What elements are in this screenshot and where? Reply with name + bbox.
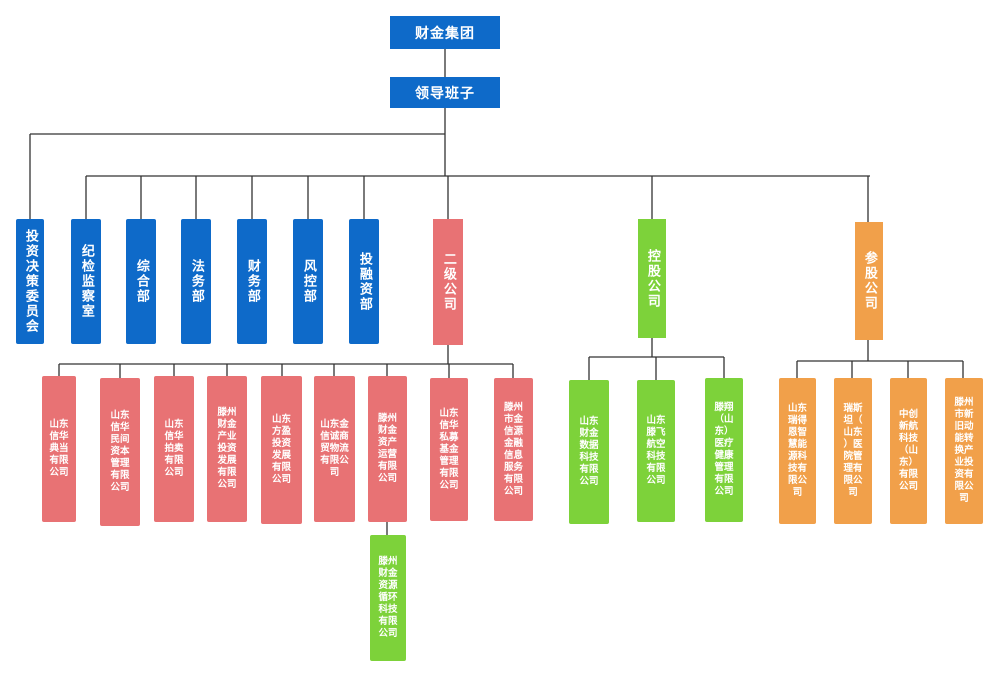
company-sd-fangying-investment[interactable]: 山东 方盈 投资 发展 有限 公司 [261, 376, 302, 524]
company-label: 山东 信华 典当 有限 公司 [49, 419, 69, 478]
company-tengxiang-medical-health[interactable]: 滕翔 （山 东） 医疗 健康 管理 有限 公司 [705, 378, 743, 522]
category-participating[interactable]: 参股公司 [855, 222, 883, 340]
company-sd-jinxincheng-logistics[interactable]: 山东金 信诚商 贸物流 有限公 司 [314, 376, 355, 522]
company-tz-caijin-resource-recycling[interactable]: 滕州 财金 资源 循环 科技 有限 公司 [370, 535, 406, 661]
company-tz-caijin-industry-investment[interactable]: 滕州 财金 产业 投资 发展 有限 公司 [207, 376, 247, 522]
company-label: 山东 瑞得 恩智 慧能 源科 技有 限公 司 [787, 403, 807, 498]
company-sd-xinhua-private-capital[interactable]: 山东 信华 民间 资本 管理 有限 公司 [100, 378, 140, 526]
company-label: 滕州 市金 信源 金融 信息 服务 有限 公司 [503, 401, 523, 497]
category-secondary[interactable]: 二级公司 [433, 219, 463, 345]
company-label: 山东 信华 拍卖 有限 公司 [164, 419, 184, 478]
company-label: 滕州 财金 资源 循环 科技 有限 公司 [378, 556, 398, 639]
company-sd-xinhua-pawn[interactable]: 山东 信华 典当 有限 公司 [42, 376, 76, 522]
company-zhongchuang-xinhang[interactable]: 中创 新航 科技 （山 东） 有限 公司 [890, 378, 927, 524]
company-label: 瑞斯 坦（ 山东 ）医 院管 理有 限公 司 [843, 403, 863, 498]
dept-investment-committee[interactable]: 投资决策委员会 [16, 219, 44, 344]
company-tz-new-old-energy-investment[interactable]: 滕州 市新 旧动 能转 换产 业投 资有 限公 司 [945, 378, 983, 524]
company-label: 山东金 信诚商 贸物流 有限公 司 [320, 419, 349, 478]
company-tz-caijin-asset-operation[interactable]: 滕州 财金 资产 运营 有限 公司 [368, 376, 407, 522]
company-label: 滕州 财金 资产 运营 有限 公司 [377, 413, 397, 484]
company-label: 滕翔 （山 东） 医疗 健康 管理 有限 公司 [714, 402, 734, 497]
leadership-node[interactable]: 领导班子 [390, 77, 500, 108]
company-label: 滕州 市新 旧动 能转 换产 业投 资有 限公 司 [954, 397, 974, 504]
company-tz-jinxinyuan-finance-info[interactable]: 滕州 市金 信源 金融 信息 服务 有限 公司 [494, 378, 533, 521]
dept-risk[interactable]: 风控部 [293, 219, 323, 344]
company-label: 山东 信华 私募 基金 管理 有限 公司 [439, 407, 459, 491]
company-label: 山东 方盈 投资 发展 有限 公司 [271, 414, 291, 485]
company-label: 山东 信华 民间 资本 管理 有限 公司 [110, 410, 130, 493]
company-label: 山东 财金 数据 科技 有限 公司 [579, 416, 599, 487]
company-label: 山东 滕飞 航空 科技 有限 公司 [646, 415, 666, 486]
dept-legal[interactable]: 法务部 [181, 219, 211, 344]
group-node[interactable]: 财金集团 [390, 16, 500, 49]
dept-general[interactable]: 综合部 [126, 219, 156, 344]
company-sd-ruideen-energy[interactable]: 山东 瑞得 恩智 慧能 源科 技有 限公 司 [779, 378, 816, 524]
dept-finance[interactable]: 财务部 [237, 219, 267, 344]
company-sd-caijin-data-tech[interactable]: 山东 财金 数据 科技 有限 公司 [569, 380, 609, 524]
company-sd-xinhua-private-fund[interactable]: 山东 信华 私募 基金 管理 有限 公司 [430, 378, 468, 521]
company-sd-tengfei-aviation[interactable]: 山东 滕飞 航空 科技 有限 公司 [637, 380, 675, 522]
dept-investment-finance[interactable]: 投融资部 [349, 219, 379, 344]
category-holding[interactable]: 控股公司 [638, 219, 666, 338]
company-sd-xinhua-auction[interactable]: 山东 信华 拍卖 有限 公司 [154, 376, 194, 522]
dept-discipline[interactable]: 纪检监察室 [71, 219, 101, 344]
company-ruisitan-hospital[interactable]: 瑞斯 坦（ 山东 ）医 院管 理有 限公 司 [834, 378, 872, 524]
company-label: 中创 新航 科技 （山 东） 有限 公司 [898, 409, 918, 492]
company-label: 滕州 财金 产业 投资 发展 有限 公司 [217, 407, 237, 490]
